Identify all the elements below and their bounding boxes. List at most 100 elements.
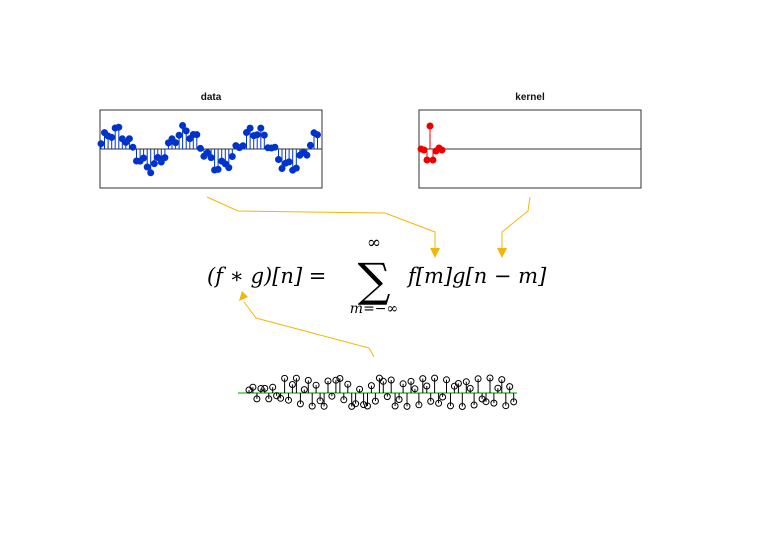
summation-symbol: ∑: [358, 253, 391, 307]
result-marker: [403, 402, 411, 410]
result-marker: [447, 402, 454, 410]
kernel-stem-series: [417, 122, 446, 164]
result-marker: [277, 394, 285, 402]
result-marker: [427, 397, 435, 405]
arrow-result-to-conv-head: [239, 291, 248, 301]
data-marker: [182, 127, 190, 135]
equation-rhs: f[m]g[n − m]: [406, 264, 547, 288]
result-marker: [470, 401, 478, 409]
result-marker: [395, 396, 403, 403]
data-marker: [303, 151, 311, 159]
result-marker: [399, 380, 407, 388]
data-marker: [253, 131, 261, 139]
result-marker: [367, 382, 375, 390]
result-marker: [320, 402, 328, 410]
data-marker: [125, 135, 133, 143]
kernel-marker: [423, 156, 431, 164]
kernel-panel: kernel: [417, 92, 642, 189]
result-stem-series: [245, 374, 518, 410]
data-marker: [161, 154, 169, 162]
data-panel: data: [97, 92, 323, 189]
kernel-marker: [429, 156, 437, 164]
data-marker: [204, 149, 211, 157]
data-marker: [275, 156, 282, 163]
result-marker: [431, 374, 439, 382]
kernel-marker: [438, 146, 446, 154]
result-marker: [391, 402, 399, 410]
result-marker: [296, 400, 304, 408]
data-marker: [179, 122, 187, 129]
result-marker: [466, 384, 474, 392]
data-marker: [207, 154, 215, 162]
result-marker: [371, 397, 379, 405]
result-marker: [352, 400, 360, 408]
result-marker: [407, 377, 415, 385]
arrow-data-to-f: [206, 196, 436, 250]
data-marker: [214, 165, 222, 173]
data-marker: [147, 169, 155, 177]
result-marker: [379, 377, 387, 385]
result-marker: [288, 381, 296, 388]
kernel-marker: [426, 122, 434, 130]
data-marker: [285, 158, 293, 166]
result-marker: [415, 401, 423, 409]
result-marker: [502, 402, 510, 410]
result-marker: [344, 380, 352, 388]
data-marker: [150, 160, 158, 168]
data-marker: [193, 131, 201, 139]
result-marker: [387, 376, 395, 384]
data-marker: [175, 131, 183, 139]
data-marker: [228, 153, 236, 160]
result-marker: [411, 385, 419, 393]
convolution-equation: (f ∗ g)[n] = ∑ ∞ m=−∞ f[m]g[n − m]: [207, 233, 547, 317]
result-marker: [454, 380, 462, 387]
result-marker: [261, 384, 269, 392]
result-marker: [364, 402, 371, 410]
data-marker: [257, 124, 265, 132]
result-marker: [265, 395, 273, 403]
data-marker: [314, 131, 321, 139]
result-marker: [281, 374, 289, 382]
result-marker: [486, 374, 494, 382]
data-marker: [260, 131, 268, 139]
result-marker: [300, 386, 308, 394]
result-marker: [312, 381, 320, 389]
kernel-marker: [420, 146, 428, 154]
data-marker: [225, 164, 233, 172]
result-marker: [332, 376, 340, 384]
data-marker: [143, 163, 151, 171]
data-stem-series: [97, 122, 321, 177]
result-marker: [494, 384, 502, 392]
result-marker: [506, 383, 514, 391]
arrow-result-to-conv: [243, 301, 375, 358]
data-marker: [108, 133, 116, 141]
result-marker: [269, 383, 277, 391]
result-marker: [356, 385, 364, 393]
arrow-kernel-to-g: [501, 196, 531, 250]
result-marker: [482, 398, 490, 406]
result-marker: [324, 377, 332, 385]
result-marker: [474, 375, 482, 383]
result-marker: [340, 396, 348, 404]
result-marker: [285, 396, 292, 404]
result-marker: [336, 375, 344, 382]
result-marker: [257, 385, 265, 392]
data-marker: [115, 123, 123, 131]
arrows: [206, 196, 531, 358]
result-marker: [304, 376, 312, 384]
result-marker: [443, 376, 450, 384]
sum-lower-limit: m=−∞: [350, 301, 398, 317]
data-marker: [129, 143, 137, 151]
arrow-kernel-to-g-head: [497, 248, 507, 258]
result-marker: [462, 378, 470, 386]
result-marker: [435, 399, 443, 407]
data-marker: [306, 141, 314, 149]
sum-upper-limit: ∞: [367, 233, 381, 253]
result-marker: [360, 401, 368, 409]
kernel-panel-title: kernel: [515, 92, 545, 103]
equation-lhs: (f ∗ g)[n] =: [207, 264, 326, 288]
result-marker: [316, 397, 324, 405]
result-marker: [498, 376, 506, 384]
